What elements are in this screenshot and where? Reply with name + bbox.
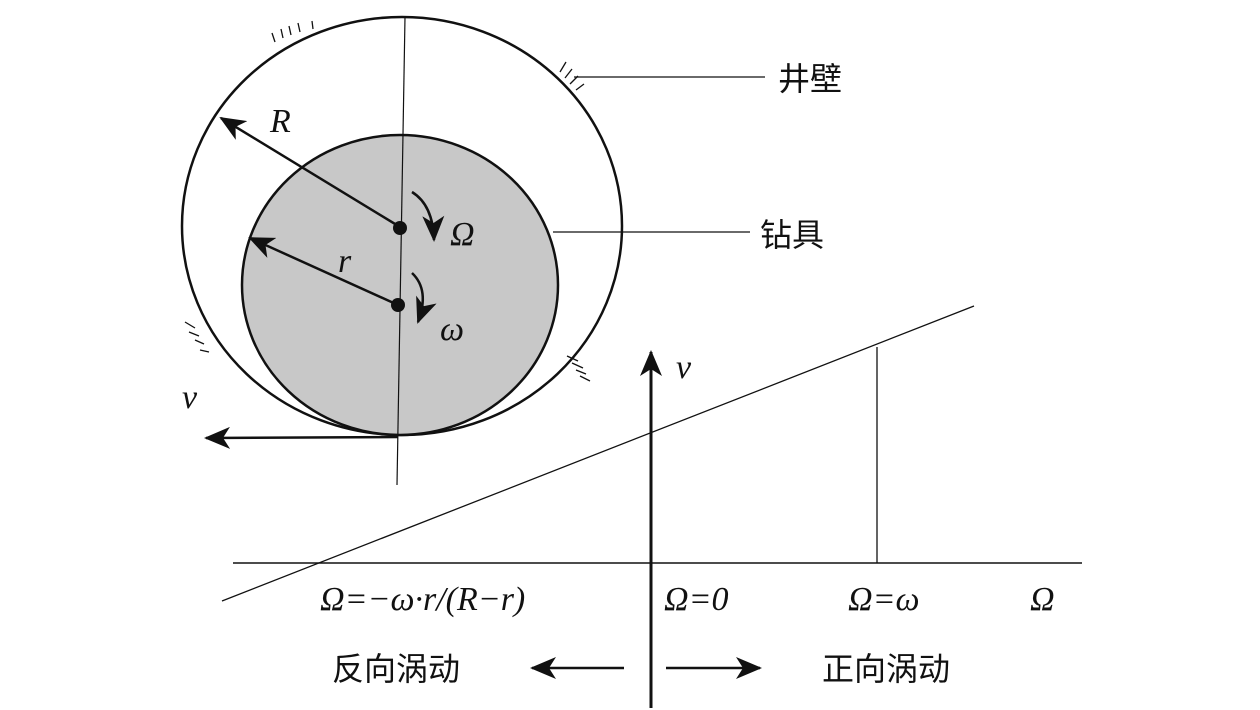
label-forward-whirl: 正向涡动 — [822, 650, 950, 688]
label-backward-whirl: 反向涡动 — [332, 650, 460, 688]
r-arrow — [248, 236, 399, 307]
v-velocity-arrow — [204, 426, 399, 449]
label-Omega-axis: Ω — [1030, 581, 1055, 618]
omega-rotation-arrow — [411, 272, 437, 324]
label-v-axis: v — [676, 349, 692, 386]
label-omega: ω — [440, 311, 464, 348]
center-line — [396, 16, 406, 486]
Omega-rotation-arrow — [411, 190, 445, 242]
label-Omega: Ω — [450, 216, 475, 253]
R-arrow — [219, 116, 401, 229]
label-drill-tool: 钻具 — [760, 216, 824, 254]
label-wall: 井壁 — [778, 60, 842, 98]
wall-center-dot — [393, 221, 407, 235]
tool-center-dot — [391, 298, 405, 312]
label-v-left: v — [182, 379, 198, 416]
tick-zero: Ω=0 — [664, 581, 729, 618]
label-r: r — [338, 243, 352, 280]
label-R: R — [269, 103, 291, 140]
v-Omega-line — [221, 305, 975, 602]
wall-hatch-marks — [184, 20, 591, 382]
tick-forward: Ω=ω — [848, 581, 920, 618]
tick-backward: Ω=−ω·r/(R−r) — [320, 581, 525, 618]
